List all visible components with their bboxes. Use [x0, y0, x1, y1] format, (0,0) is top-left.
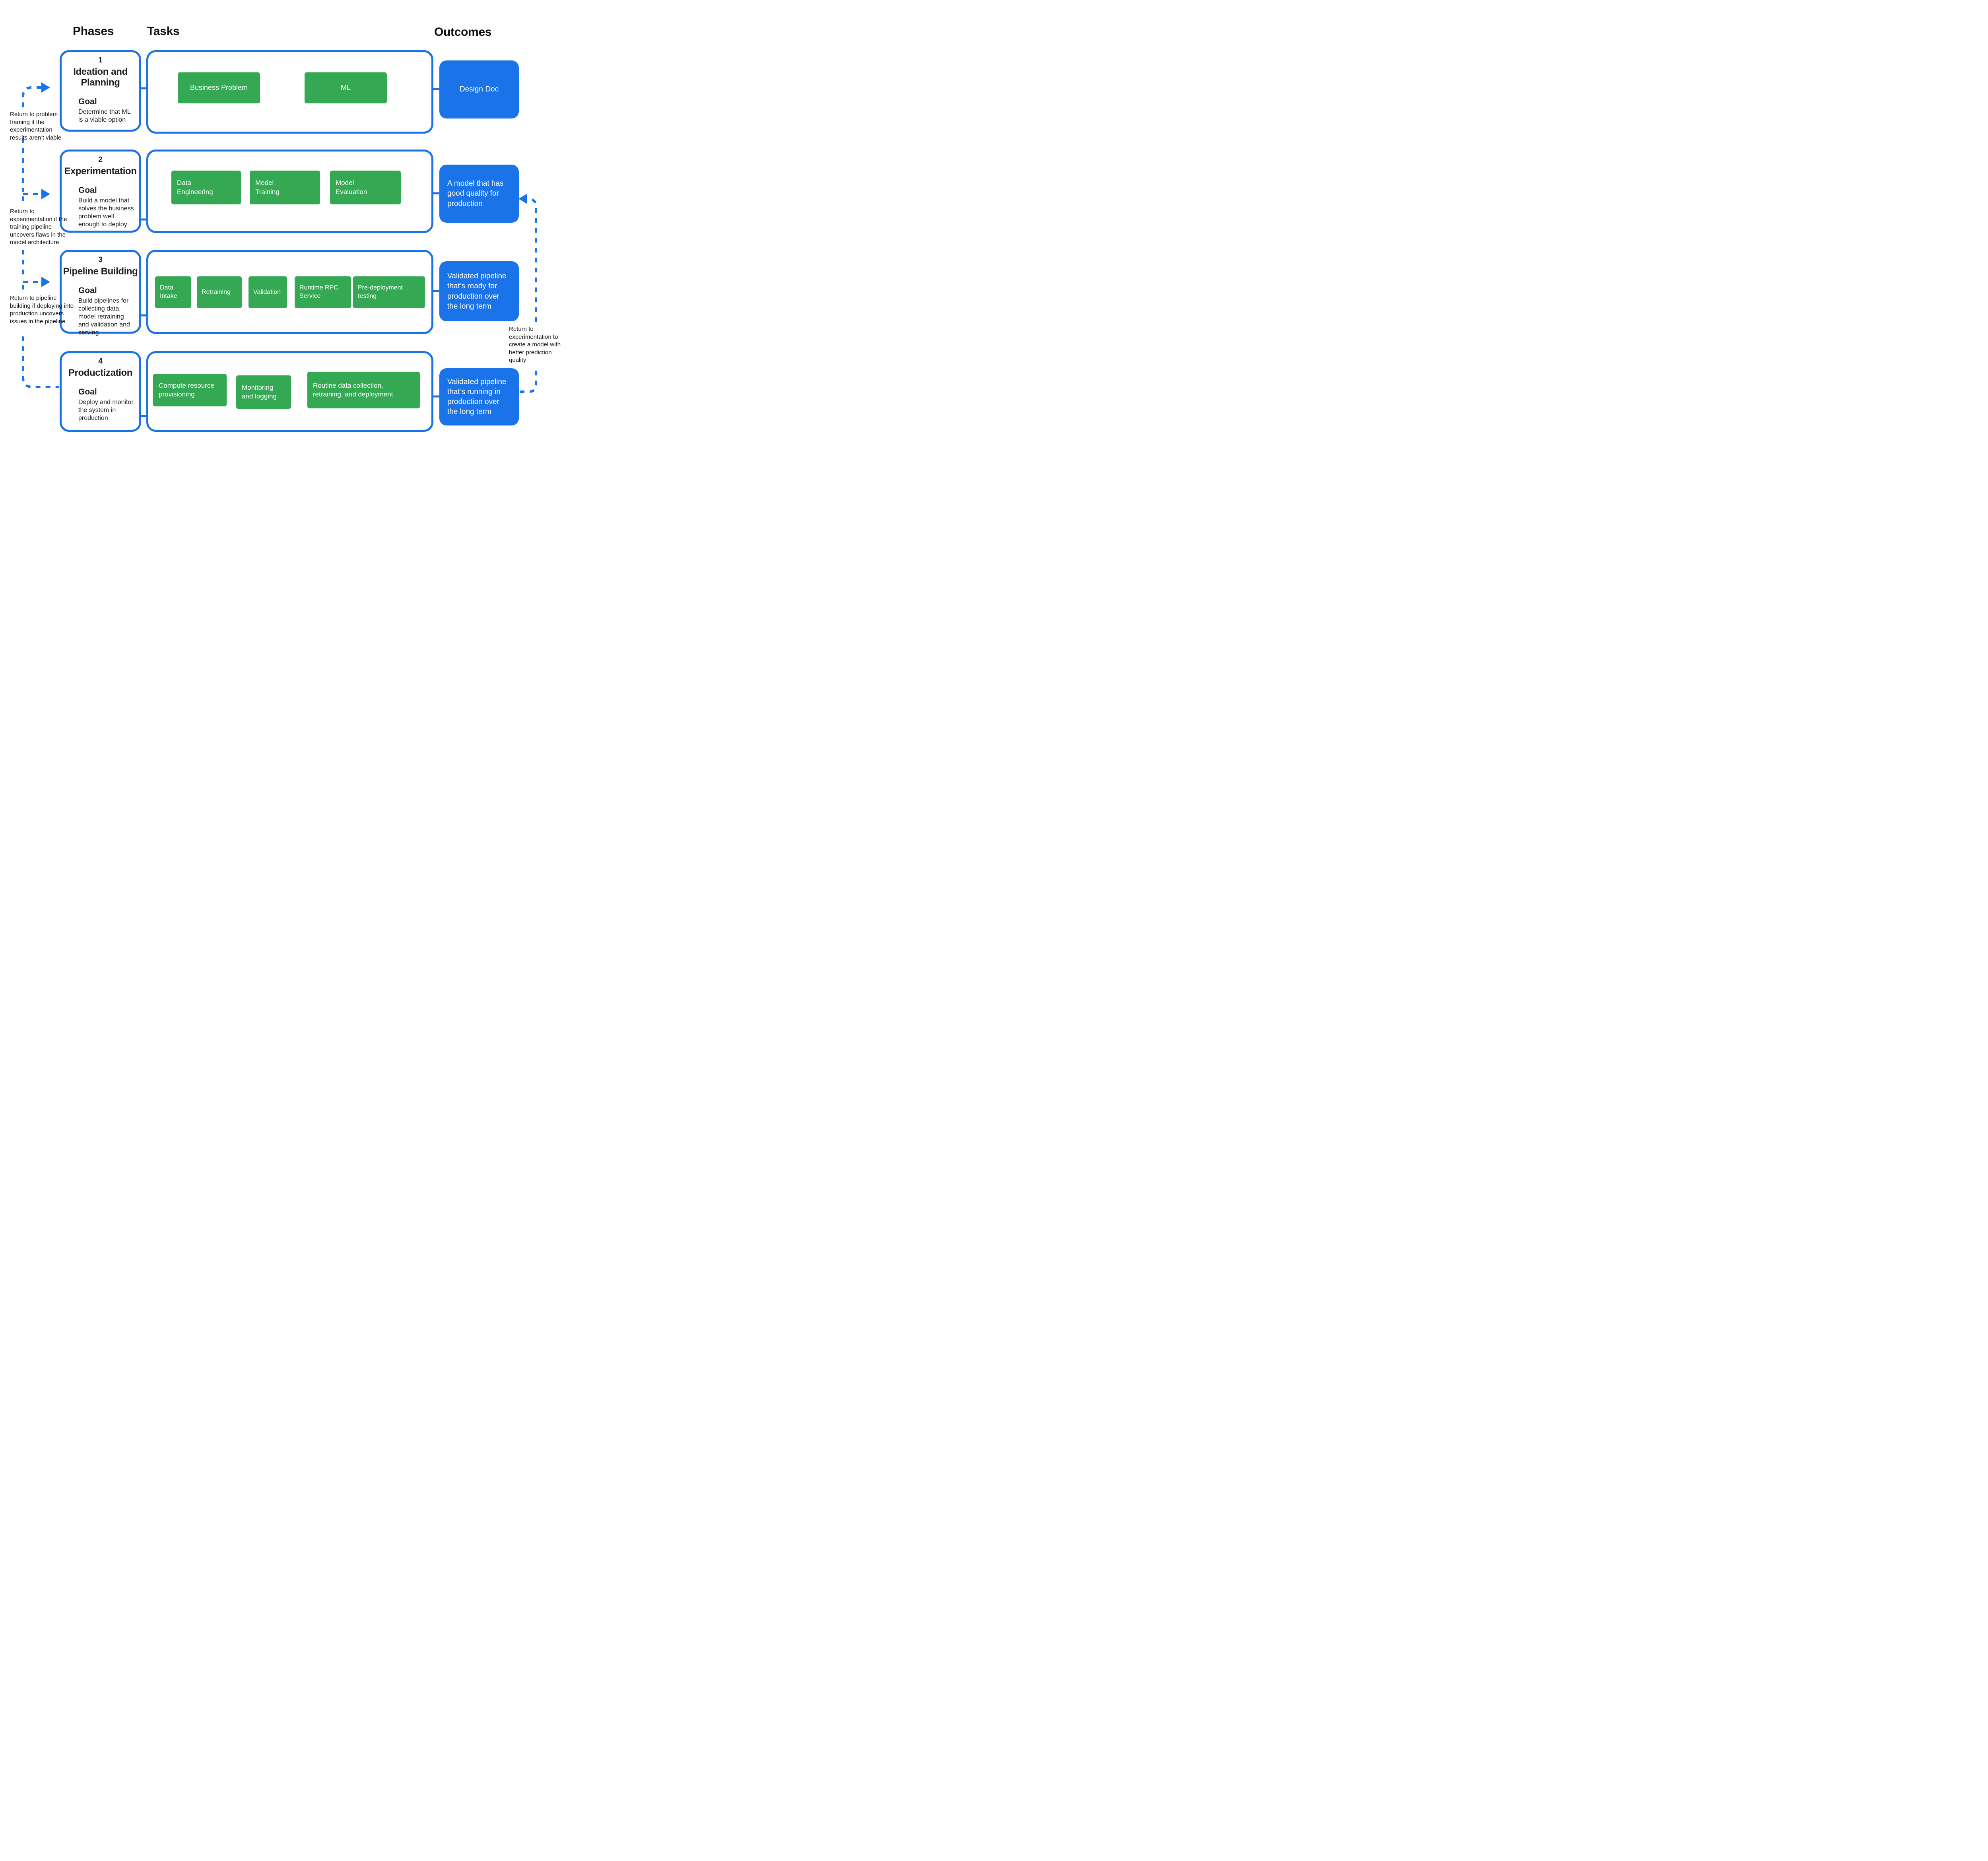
goal-label: Goal [78, 185, 97, 195]
task-model-training: Model Training [250, 171, 320, 204]
goal-text: Deploy and monitor the system in product… [78, 398, 134, 422]
phase-number: 2 [98, 155, 103, 164]
outcome-label: Validated pipeline that’s ready for prod… [447, 272, 507, 311]
phase-goal-block: Goal Build pipelines for collecting data… [78, 286, 135, 337]
phase-number: 4 [98, 357, 103, 365]
task-business-problem: Business Problem [178, 72, 260, 103]
task-model-evaluation: Model Evaluation [330, 171, 401, 204]
arrow-right-icon [41, 277, 50, 287]
task-label: Data Engineering [177, 179, 213, 196]
phase-number: 3 [98, 256, 103, 264]
task-label: Business Problem [190, 84, 248, 92]
dashed-arrow1-elbow [22, 86, 41, 110]
task-compute-resource-provisioning: Compute resource provisioning [153, 374, 227, 406]
phase-number: 1 [98, 56, 103, 64]
phase-title: Productization [68, 367, 133, 378]
goal-label: Goal [78, 97, 97, 106]
task-pre-deployment-testing: Pre-deployment testing [353, 276, 425, 308]
task-label: Model Training [255, 179, 280, 196]
note-return-pipeline-building: Return to pipeline building if deploying… [10, 295, 74, 325]
note-return-experimentation-training: Return to experimentation if the trainin… [10, 208, 67, 246]
task-label: Model Evaluation [336, 179, 367, 196]
goal-text: Determine that ML is a viable option [78, 108, 131, 123]
phase-box-pipeline-building: 3 Pipeline Building Goal Build pipelines… [60, 250, 141, 337]
goal-text: Build a model that solves the business p… [78, 197, 134, 228]
task-container-pipeline-building [146, 250, 433, 334]
outcome-validated-pipeline-running: Validated pipeline that’s running in pro… [439, 368, 519, 425]
task-data-engineering: Data Engineering [171, 171, 241, 204]
task-monitoring-and-logging: Monitoring and logging [236, 375, 291, 409]
outcome-validated-pipeline-ready: Validated pipeline that’s ready for prod… [439, 261, 519, 321]
task-label: Retraining [202, 288, 231, 295]
outcome-label: A model that has good quality for produc… [447, 179, 504, 208]
phase-goal-block: Goal Determine that ML is a viable optio… [78, 97, 135, 124]
goal-label: Goal [78, 387, 97, 396]
task-validation: Validation [248, 276, 287, 308]
task-label: Monitoring and logging [242, 383, 277, 400]
column-header-phases: Phases [73, 25, 114, 38]
task-label: Validation [253, 288, 281, 295]
task-runtime-rpc-service: Runtime RPC Service [295, 276, 351, 308]
dashed-elbow-from-outcome4 [520, 366, 537, 393]
phase-box-productization: 4 Productization Goal Deploy and monitor… [60, 351, 141, 432]
task-routine-data-collection: Routine data collection, retraining, and… [307, 372, 420, 408]
task-outcome-connectors [432, 88, 441, 398]
outcome-model-quality: A model that has good quality for produc… [439, 165, 519, 223]
task-label: ML [340, 84, 351, 92]
phase-title: Experimentation [64, 166, 137, 177]
task-data-intake: Data Intake [155, 276, 191, 308]
goal-label: Goal [78, 286, 97, 295]
dashed-elbow-into-phase4 [22, 336, 59, 388]
task-label: Data Intake [160, 284, 177, 299]
phase-box-experimentation: 2 Experimentation Goal Build a model tha… [60, 150, 141, 233]
outcome-design-doc: Design Doc [439, 60, 519, 118]
column-header-outcomes: Outcomes [434, 25, 492, 39]
outcome-label: Validated pipeline that’s running in pro… [447, 377, 507, 416]
phase-title: Pipeline Building [63, 266, 138, 277]
task-label: Routine data collection, retraining, and… [313, 381, 393, 398]
phase-goal-block: Goal Build a model that solves the busin… [78, 186, 135, 229]
arrow-right-icon [41, 189, 50, 199]
goal-text: Build pipelines for collecting data, mod… [78, 297, 130, 336]
phase-title: Ideation and Planning [73, 66, 128, 88]
task-label: Pre-deployment testing [358, 284, 403, 299]
task-label: Runtime RPC Service [299, 284, 338, 299]
phase-box-ideation: 1 Ideation and Planning Goal Determine t… [60, 50, 141, 132]
column-header-tasks: Tasks [147, 25, 180, 38]
outcome-label: Design Doc [459, 85, 499, 94]
task-ml: ML [305, 72, 387, 103]
task-retraining: Retraining [197, 276, 242, 308]
phase-goal-block: Goal Deploy and monitor the system in pr… [78, 387, 135, 422]
task-label: Compute resource provisioning [159, 381, 214, 398]
note-return-problem-framing: Return to problem framing if the experim… [10, 111, 62, 141]
ml-workflow-diagram: Phases Tasks Outcomes 1 Ideation and Pla… [0, 0, 564, 465]
dashed-elbow-into-outcome2 [527, 198, 537, 322]
note-return-experimentation-quality: Return to experimentation to create a mo… [509, 326, 561, 363]
arrow-right-icon [41, 82, 50, 93]
arrow-left-icon [518, 194, 527, 204]
